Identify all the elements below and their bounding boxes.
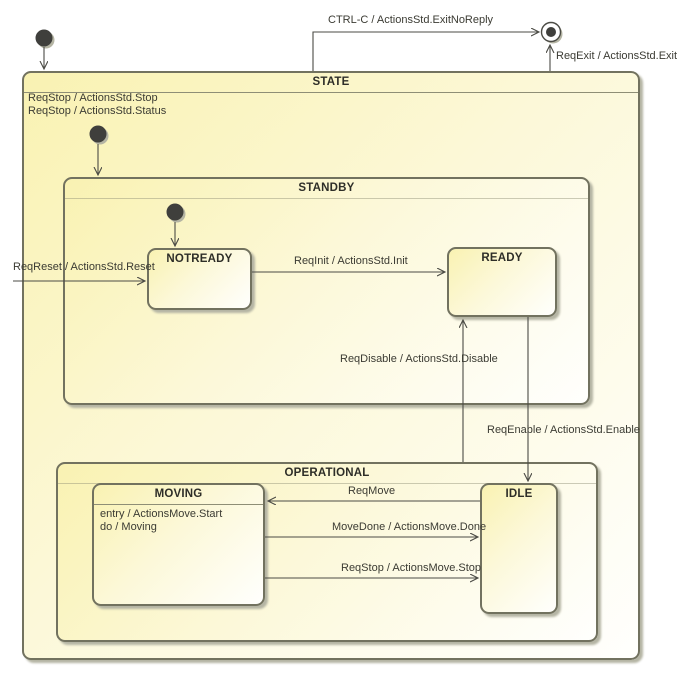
initial-state-shadow <box>37 31 55 49</box>
state-title-ready: READY <box>481 252 523 264</box>
state-box-notready: NOTREADY <box>147 248 252 310</box>
transition-label-reqenable: ReqEnable / ActionsStd.Enable <box>487 424 640 436</box>
state-title-operational: OPERATIONAL <box>58 464 596 484</box>
state-title-notready: NOTREADY <box>166 253 233 265</box>
state-box-moving: MOVING entry / ActionsMove.Start do / Mo… <box>92 483 265 606</box>
moving-entry-activity: entry / ActionsMove.Start <box>100 508 223 520</box>
transition-label-reqinit: ReqInit / ActionsStd.Init <box>294 255 408 267</box>
transition-ctrlc-to-final <box>312 32 539 71</box>
initial-state-icon-top <box>35 29 53 47</box>
transition-label-reqmove: ReqMove <box>348 485 396 497</box>
transition-label-reqreset: ReqReset / ActionsStd.Reset <box>13 261 155 273</box>
state-title-state: STATE <box>24 73 638 93</box>
state-title-moving: MOVING <box>94 485 263 505</box>
internal-action-reqstop-status: ReqStop / ActionsStd.Status <box>28 104 167 117</box>
moving-do-activity: do / Moving <box>100 521 157 533</box>
final-state-icon <box>540 21 562 43</box>
moving-activities: entry / ActionsMove.Start do / Moving <box>94 505 263 537</box>
final-state-dot <box>546 27 556 37</box>
state-box-ready: READY <box>447 247 557 317</box>
internal-action-reqstop-stop: ReqStop / ActionsStd.Stop <box>28 92 158 104</box>
transition-label-reqdisable: ReqDisable / ActionsStd.Disable <box>340 353 498 365</box>
state-box-idle: IDLE <box>480 483 558 614</box>
state-title-idle: IDLE <box>505 488 533 500</box>
final-state-shadow <box>543 24 563 44</box>
state-internal-actions: ReqStop / ActionsStd.Stop ReqStop / Acti… <box>28 92 166 117</box>
transition-label-ctrlc: CTRL-C / ActionsStd.ExitNoReply <box>328 14 494 26</box>
transition-label-movedone: MoveDone / ActionsMove.Done <box>332 521 487 533</box>
transition-label-reqexit: ReqExit / ActionsStd.Exit <box>556 50 678 62</box>
state-title-standby: STANDBY <box>65 179 588 199</box>
transition-label-reqstop-move: ReqStop / ActionsMove.Stop <box>341 562 482 574</box>
